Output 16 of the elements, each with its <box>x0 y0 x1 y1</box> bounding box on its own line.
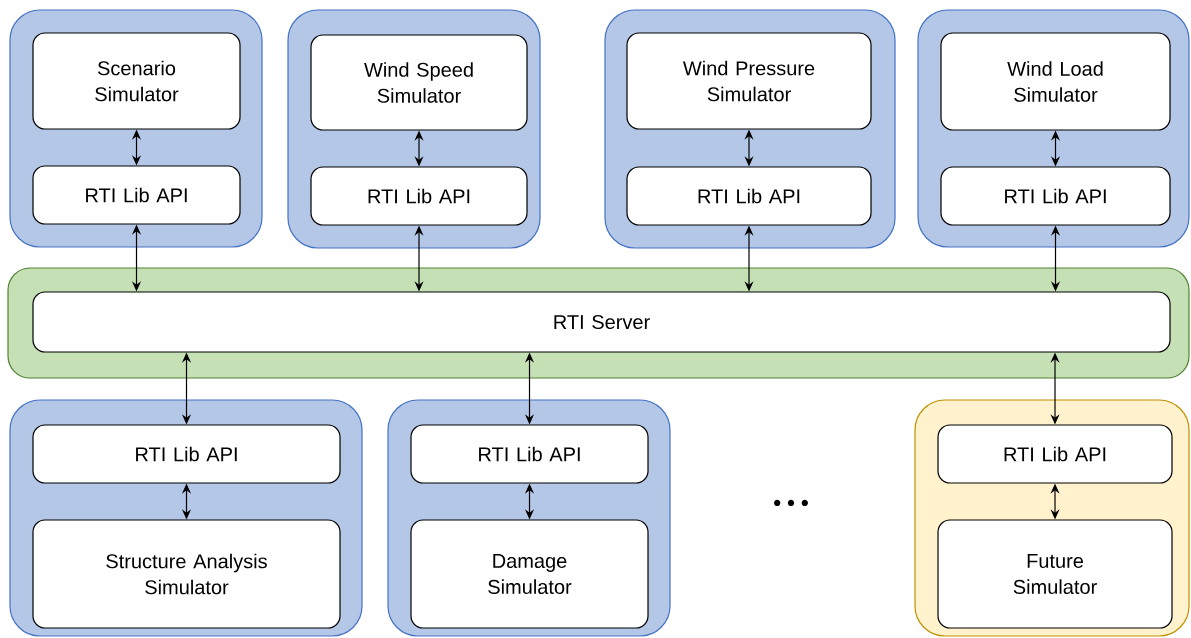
simulator-box: Scenario Simulator <box>32 32 241 130</box>
simulator-box: RTI Lib API <box>32 424 341 484</box>
simulator-box: RTI Lib API <box>32 165 241 225</box>
simulator-box: RTI Lib API <box>410 424 649 484</box>
server-box: RTI Server <box>32 291 1171 353</box>
simulator-box: Wind Speed Simulator <box>310 34 528 131</box>
ellipsis: • • • <box>774 499 808 507</box>
simulator-box: RTI Lib API <box>937 424 1173 484</box>
simulator-box: Structure Analysis Simulator <box>32 519 341 629</box>
simulator-box: Damage Simulator <box>410 519 649 629</box>
simulator-box: RTI Lib API <box>626 166 872 226</box>
simulator-box: Wind Load Simulator <box>940 32 1171 131</box>
simulator-box: Future Simulator <box>937 519 1173 629</box>
simulator-box: RTI Lib API <box>940 166 1171 226</box>
simulator-box: RTI Lib API <box>310 166 528 226</box>
simulator-box: Wind Pressure Simulator <box>626 32 872 130</box>
